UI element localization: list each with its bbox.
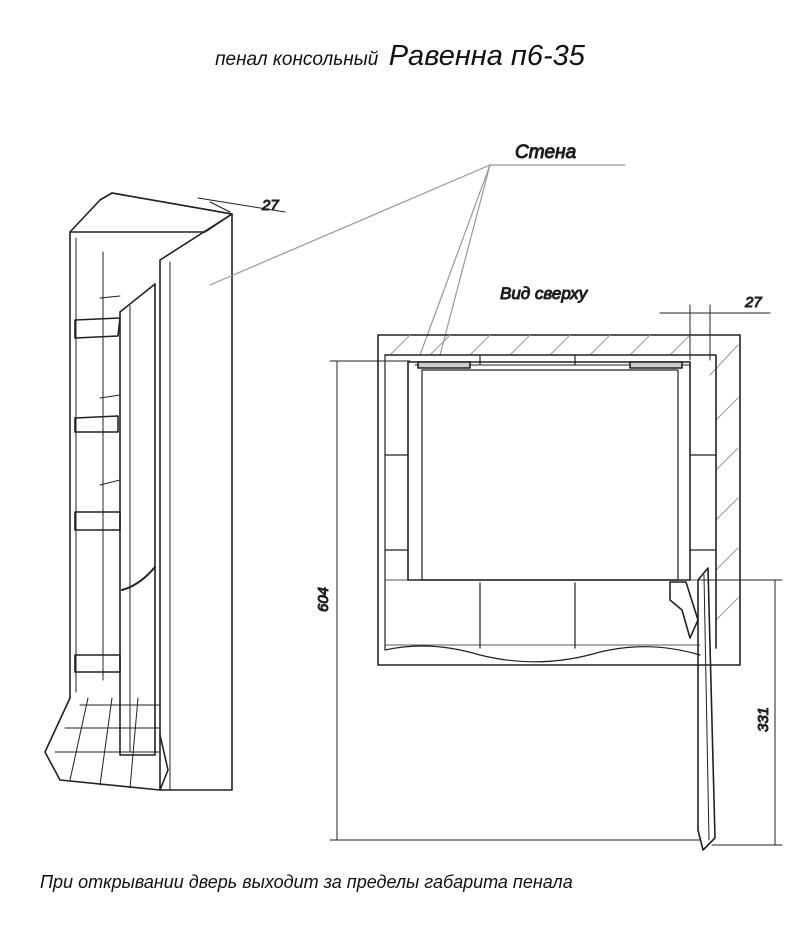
door-swing-dim <box>699 579 783 846</box>
door-handle <box>121 566 156 591</box>
wall-leader-lines <box>209 164 626 356</box>
iso-depth-dimension: 27 <box>261 197 279 214</box>
cabinet-floor-tiles <box>44 697 169 791</box>
left-bracket <box>417 361 471 369</box>
wall-hatching <box>389 334 739 621</box>
title-prefix: пенал консольный <box>215 49 379 70</box>
right-bracket <box>629 361 683 369</box>
title-model-name: Равенна п6-35 <box>388 40 585 72</box>
cabinet-top <box>69 192 233 233</box>
shelf-1 <box>74 317 121 339</box>
top-view-plan <box>377 334 741 851</box>
footer-note: При открывании дверь выходит за пределы … <box>40 872 573 892</box>
width-dim <box>329 360 701 841</box>
cabinet-side-panel <box>159 213 233 791</box>
door-swing-dimension: 331 <box>755 707 772 732</box>
top-depth-dim <box>659 304 771 361</box>
shelf-4 <box>74 654 121 673</box>
shelf-2 <box>74 415 119 433</box>
width-dimension: 604 <box>315 587 332 612</box>
cabinet-body-top <box>407 361 691 581</box>
hinge-detail <box>669 581 699 639</box>
diagram-title: пенал консольный Равенна п6-35 <box>0 40 800 73</box>
wall-outline <box>377 334 741 666</box>
open-door <box>697 567 716 851</box>
cabinet-door <box>119 283 156 756</box>
wall-label: Стена <box>515 142 576 163</box>
isometric-cabinet <box>44 192 286 791</box>
floor-tile-grid <box>384 354 717 663</box>
shelf-3 <box>74 511 121 531</box>
iso-depth-dim-line <box>197 197 286 213</box>
top-view-label: Вид сверху <box>500 284 589 303</box>
top-depth-dimension: 27 <box>744 294 762 311</box>
